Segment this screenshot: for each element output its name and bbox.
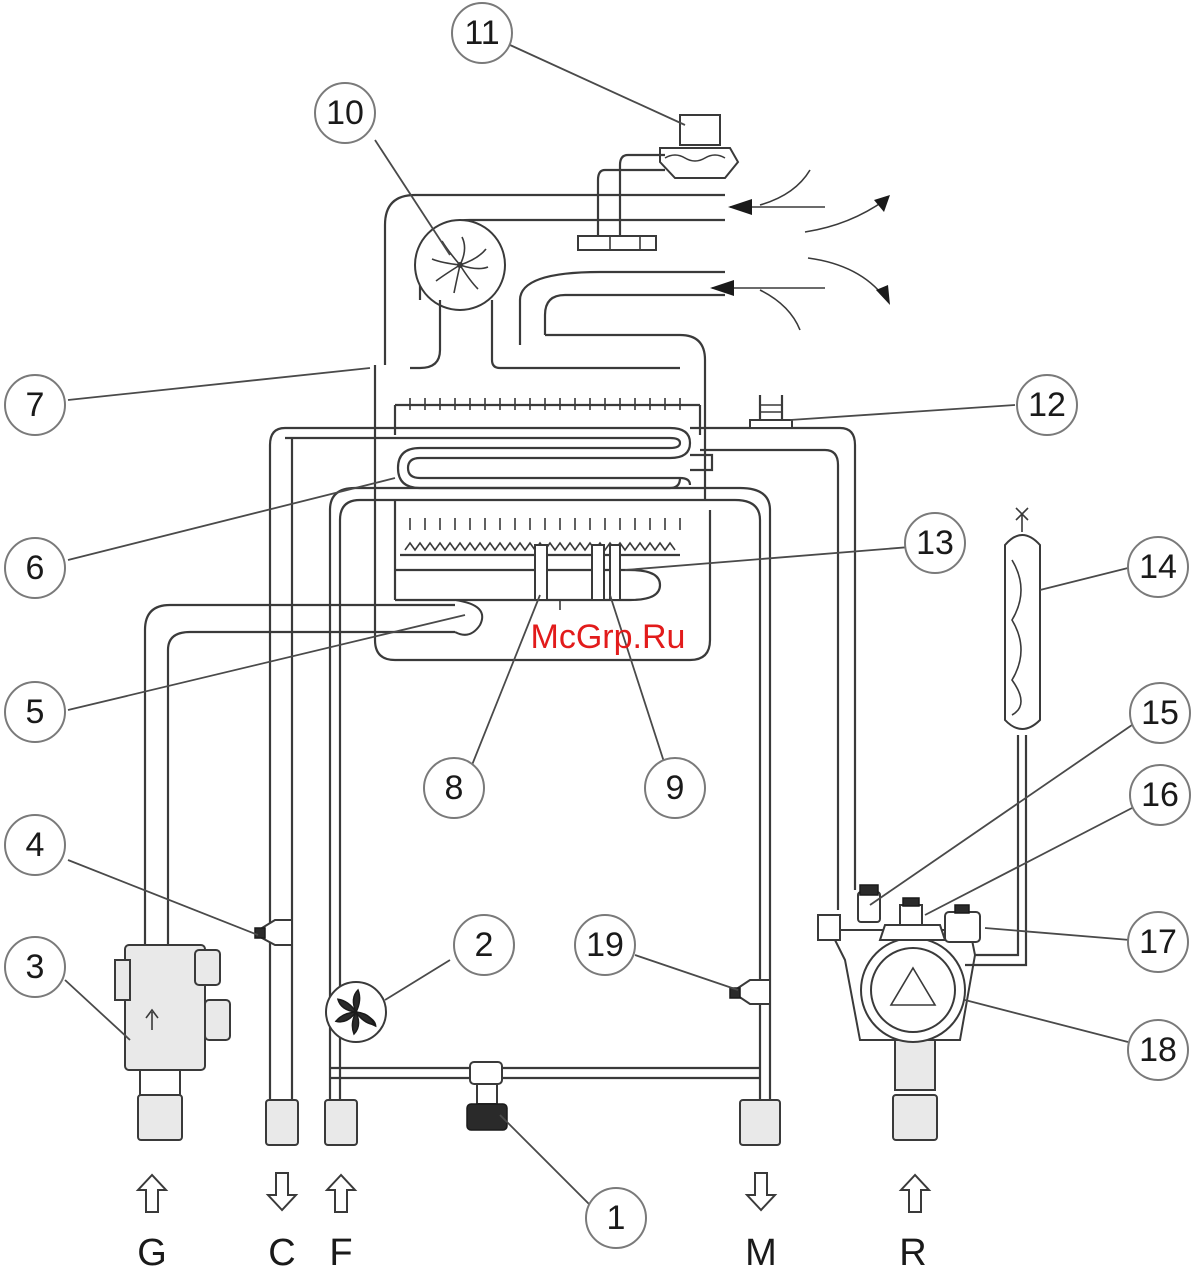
connection-label-m: M [745, 1232, 777, 1271]
svg-text:12: 12 [1028, 386, 1066, 424]
callout-18: 18 [1128, 1020, 1188, 1080]
svg-text:6: 6 [26, 549, 45, 587]
svg-text:8: 8 [445, 769, 464, 807]
svg-text:16: 16 [1141, 776, 1179, 814]
f-inlet-arrow [327, 1175, 355, 1212]
callout-10: 10 [315, 83, 375, 143]
svg-text:7: 7 [26, 386, 45, 424]
ignition-electrode [535, 545, 547, 600]
callout-12: 12 [1017, 375, 1077, 435]
callout-8: 8 [424, 758, 484, 818]
airflow-arrows [710, 170, 890, 330]
svg-text:19: 19 [586, 926, 624, 964]
exchanger-fins [410, 518, 680, 530]
heating-temperature-sensor [730, 980, 770, 1004]
gas-valve [115, 945, 230, 1140]
r-inlet-arrow [901, 1175, 929, 1212]
callout-13: 13 [905, 513, 965, 573]
svg-text:15: 15 [1141, 694, 1179, 732]
svg-text:2: 2 [475, 926, 494, 964]
callout-2: 2 [454, 915, 514, 975]
flow-switch [326, 982, 386, 1042]
callout-3: 3 [5, 937, 65, 997]
connection-label-c: C [268, 1232, 295, 1271]
expansion-vessel [1005, 508, 1040, 729]
callout-14: 14 [1128, 537, 1188, 597]
svg-text:1: 1 [607, 1199, 626, 1237]
callout-11: 11 [452, 3, 512, 63]
connection-label-r: R [899, 1232, 926, 1271]
svg-text:17: 17 [1139, 923, 1177, 961]
dhw-temperature-sensor [255, 920, 292, 945]
svg-text:11: 11 [464, 14, 499, 52]
filling-tap [467, 1062, 507, 1130]
callout-15: 15 [1130, 683, 1190, 743]
detection-electrode [592, 545, 604, 600]
callout-5: 5 [5, 682, 65, 742]
callout-1: 1 [586, 1188, 646, 1248]
callout-17: 17 [1128, 912, 1188, 972]
callout-19: 19 [575, 915, 635, 975]
flue-thermostat [750, 395, 792, 428]
g-inlet-arrow [138, 1175, 166, 1212]
svg-text:4: 4 [26, 826, 45, 864]
combustion-chamber [375, 365, 710, 660]
callout-7: 7 [5, 375, 65, 435]
svg-text:13: 13 [916, 524, 954, 562]
connection-label-g: G [137, 1232, 167, 1271]
m-outlet-arrow [747, 1173, 775, 1210]
svg-text:18: 18 [1139, 1031, 1177, 1069]
callout-6: 6 [5, 538, 65, 598]
air-pressure-switch [578, 115, 738, 250]
c-outlet-arrow [268, 1173, 296, 1210]
callout-9: 9 [645, 758, 705, 818]
pump-assembly [818, 735, 1026, 1140]
svg-text:5: 5 [26, 693, 45, 731]
svg-text:3: 3 [26, 948, 45, 986]
connection-label-f: F [329, 1232, 352, 1271]
callout-16: 16 [1130, 765, 1190, 825]
watermark-text: McGrp.Ru [531, 618, 686, 656]
flue-duct [385, 195, 725, 500]
svg-text:10: 10 [326, 94, 364, 132]
svg-text:14: 14 [1139, 548, 1177, 586]
svg-text:9: 9 [666, 769, 685, 807]
connection-arrows [138, 1173, 929, 1212]
callout-4: 4 [5, 815, 65, 875]
